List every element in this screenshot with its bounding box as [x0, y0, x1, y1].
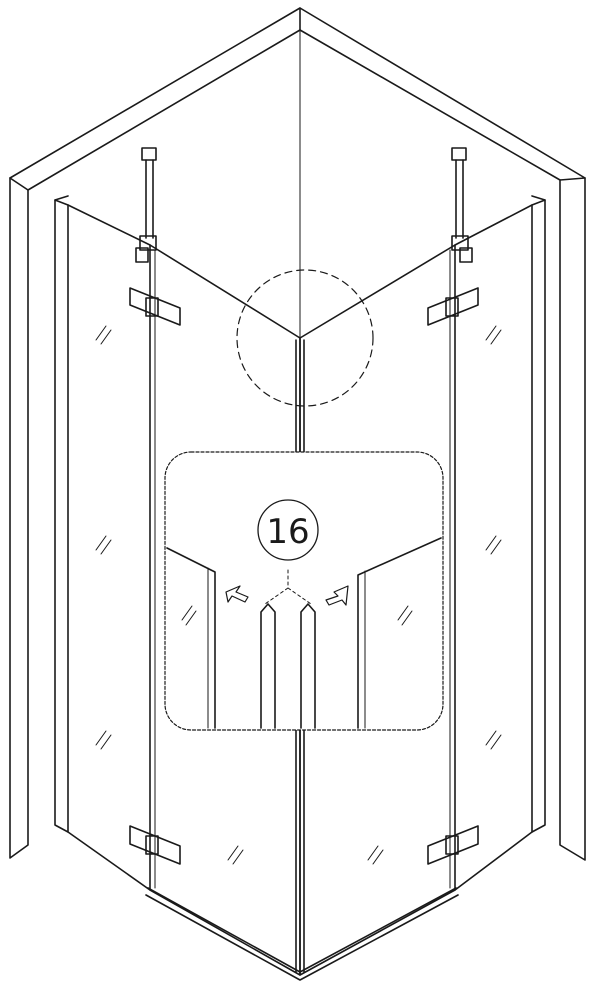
glass-reflection-marks — [95, 325, 502, 865]
right-door-panel — [299, 244, 456, 976]
right-support-rod — [451, 147, 473, 263]
hinge-top-left — [129, 287, 181, 326]
hinge-bottom-right — [427, 825, 479, 865]
left-fixed-panel — [54, 195, 151, 891]
part-number-label: 16 — [266, 512, 309, 552]
detail-seal-profiles — [260, 603, 316, 729]
bottom-sill — [145, 887, 459, 981]
left-support-rod — [135, 147, 157, 263]
right-fixed-panel — [454, 195, 546, 891]
assembly-arrows — [225, 569, 349, 606]
detail-left-glass — [166, 547, 216, 729]
detail-inset — [164, 451, 444, 731]
hinge-top-right — [427, 287, 479, 326]
wall-outline — [9, 7, 586, 861]
part-number-callout — [257, 499, 319, 561]
hinge-bottom-left — [129, 825, 181, 865]
arrow-left-icon — [225, 585, 249, 603]
detail-right-glass — [357, 537, 442, 729]
arrow-right-icon — [325, 585, 349, 606]
detail-circle — [236, 269, 374, 407]
